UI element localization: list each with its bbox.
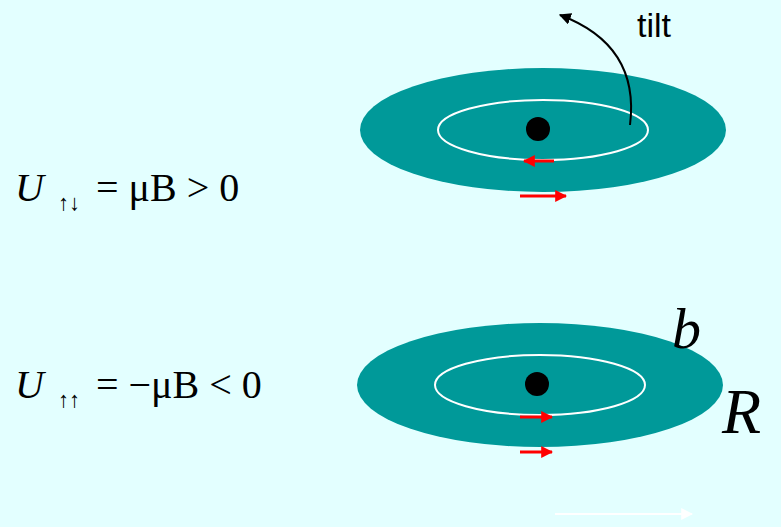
disk (360, 68, 726, 192)
tilt-label: tilt (637, 8, 671, 42)
moment-arrow (520, 451, 552, 454)
orbit (435, 355, 645, 415)
energy-symbol: U (15, 168, 44, 208)
moment-arrow (524, 160, 554, 163)
spin-subscript: ↑↑ (58, 389, 80, 411)
tilt-arrow (560, 15, 631, 125)
energy-symbol: U (15, 365, 44, 405)
field-arrow (555, 513, 692, 515)
moment-arrow (520, 195, 566, 198)
nucleus (525, 372, 549, 396)
moment-arrow (520, 416, 552, 419)
nucleus (526, 117, 550, 141)
energy-expression: = −μB < 0 (96, 365, 262, 405)
dimension-label: R (722, 380, 761, 444)
orbit (438, 100, 648, 160)
energy-expression: = μB > 0 (96, 168, 239, 208)
dimension-label: b (672, 300, 701, 358)
spin-subscript: ↑↓ (58, 192, 80, 214)
disk (357, 323, 723, 447)
